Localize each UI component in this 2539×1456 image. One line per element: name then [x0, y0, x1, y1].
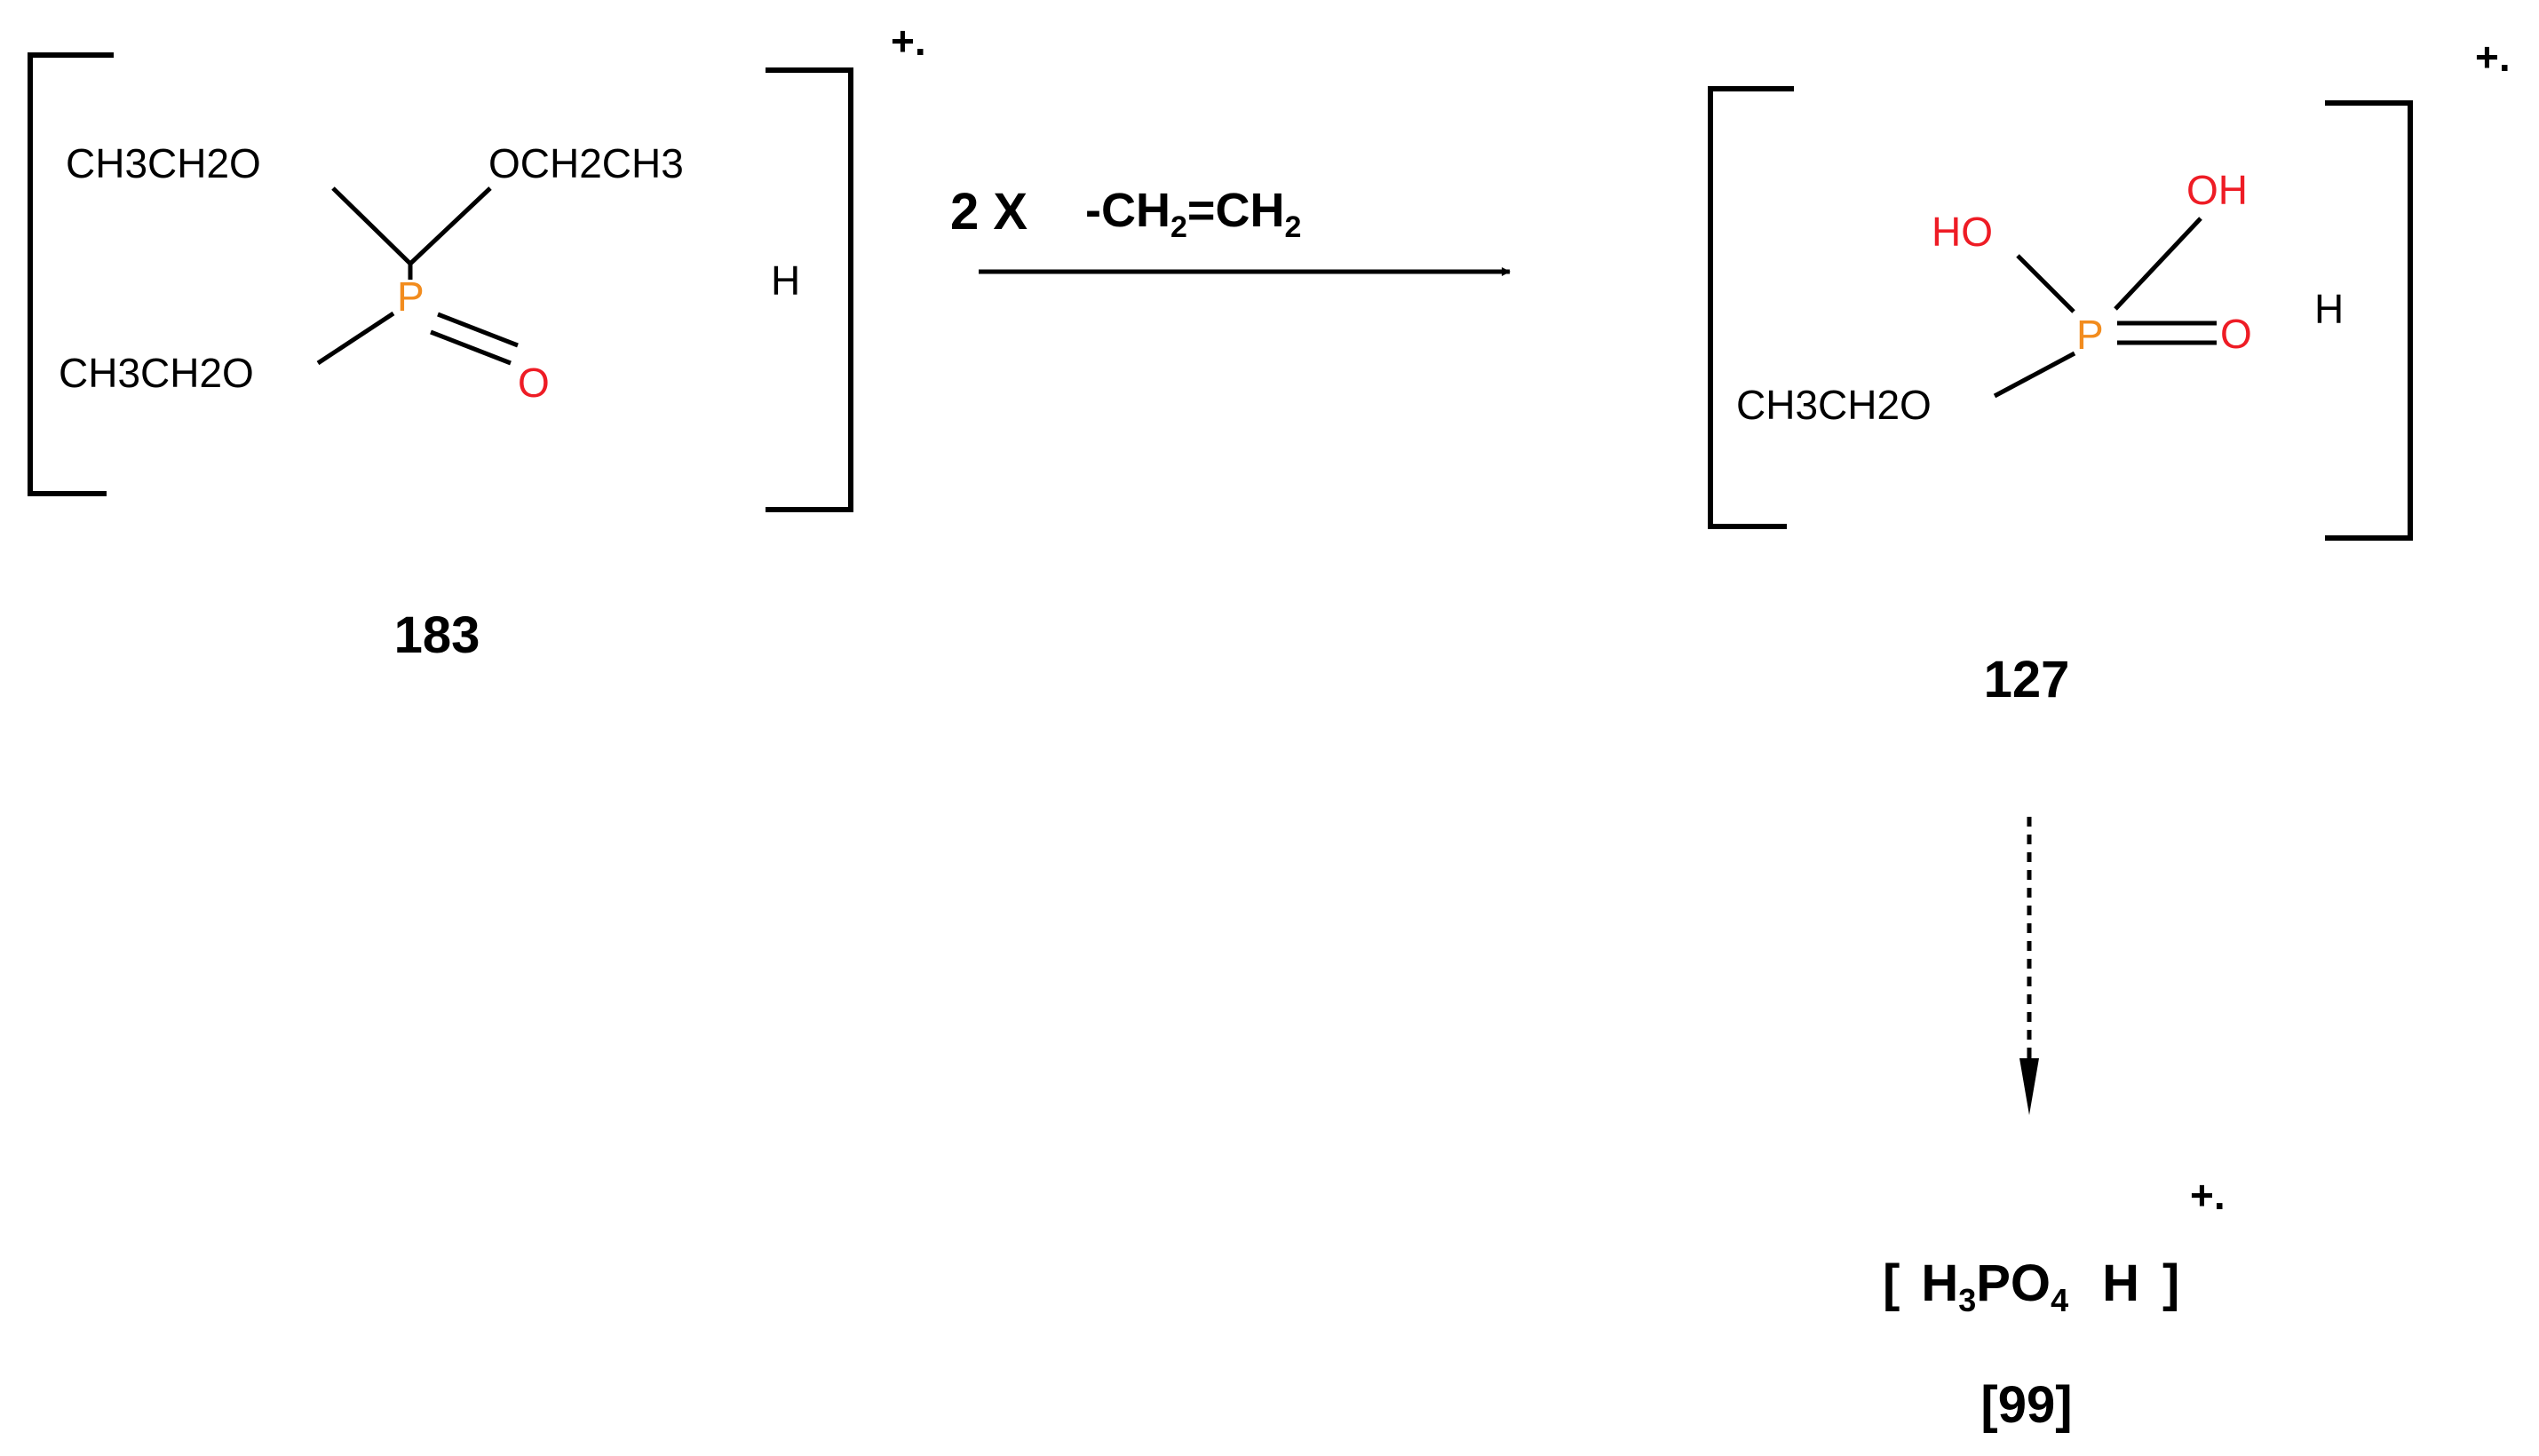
product-mass-label: [99]	[1980, 1376, 2072, 1434]
step2-arrowhead	[2019, 1058, 2039, 1115]
reactant-double-bond-a	[437, 312, 519, 348]
reactant-ethoxy-top-right: OCH2CH3	[488, 140, 684, 186]
reactant-ion: +. CH3CH2O OCH2CH3 CH3CH2O P O H 183	[28, 18, 926, 664]
product-formula-h-sub: 3	[1958, 1282, 1976, 1318]
intermediate-bond-oh-left	[2016, 254, 2075, 313]
reactant-oxo-oxygen: O	[518, 360, 550, 406]
intermediate-hydroxyl-right: OH	[2186, 167, 2248, 213]
step1-loss-mid: =CH	[1187, 184, 1285, 237]
product-bracket-close: ]	[2162, 1254, 2179, 1312]
product-extra-h: H	[2102, 1254, 2139, 1312]
intermediate-oxo-oxygen: O	[2220, 311, 2252, 357]
intermediate-hydrogen: H	[2314, 286, 2344, 332]
reactant-bond-c-o	[409, 186, 492, 265]
reactant-hydrogen: H	[771, 257, 800, 304]
step1-loss-sub-2: 2	[1284, 210, 1301, 244]
intermediate-bracket-right	[2325, 100, 2413, 541]
reactant-ethoxy-top-left: CH3CH2O	[66, 140, 261, 186]
reactant-id-label: 183	[394, 606, 480, 664]
reactant-phosphorus: P	[397, 273, 424, 320]
product-formula-o-sub: 4	[2051, 1282, 2068, 1318]
intermediate-phosphorus: P	[2076, 312, 2104, 358]
reactant-bond-p-o-ester	[316, 311, 395, 366]
product-charge: +.	[2190, 1172, 2226, 1218]
step1-reaction-arrow: 2 X -CH2=CH2	[950, 183, 1511, 276]
product-bracket-open: [	[1883, 1254, 1900, 1312]
reactant-double-bond-b	[430, 329, 512, 366]
intermediate-id-label: 127	[1984, 651, 2070, 708]
step1-multiplier: 2 X	[950, 183, 1028, 241]
step1-loss-prefix: -CH	[1085, 184, 1170, 237]
product-formula-po: PO	[1976, 1254, 2051, 1312]
intermediate-bond-p-o-ester	[1993, 351, 2076, 399]
intermediate-hydroxyl-left: HO	[1932, 209, 1993, 255]
step2-reaction-arrow	[2019, 817, 2039, 1115]
reactant-charge: +.	[891, 18, 926, 64]
reactant-bracket-right	[766, 67, 853, 512]
reactant-bond-o-c	[331, 186, 412, 265]
intermediate-bracket-left	[1708, 86, 1794, 529]
step1-loss-sub-1: 2	[1170, 210, 1187, 244]
product-formula-h: H	[1921, 1254, 1958, 1312]
intermediate-ion: +. HO OH P O CH3CH2O H 127	[1708, 34, 2511, 708]
intermediate-bond-oh-right	[2114, 217, 2202, 311]
intermediate-charge: +.	[2475, 34, 2511, 80]
reactant-ethoxy-bottom-left: CH3CH2O	[59, 350, 254, 396]
intermediate-ethoxy: CH3CH2O	[1736, 382, 1932, 428]
step1-ethylene-loss: -CH2=CH2	[1085, 184, 1301, 244]
reactant-bracket-left	[28, 52, 114, 496]
